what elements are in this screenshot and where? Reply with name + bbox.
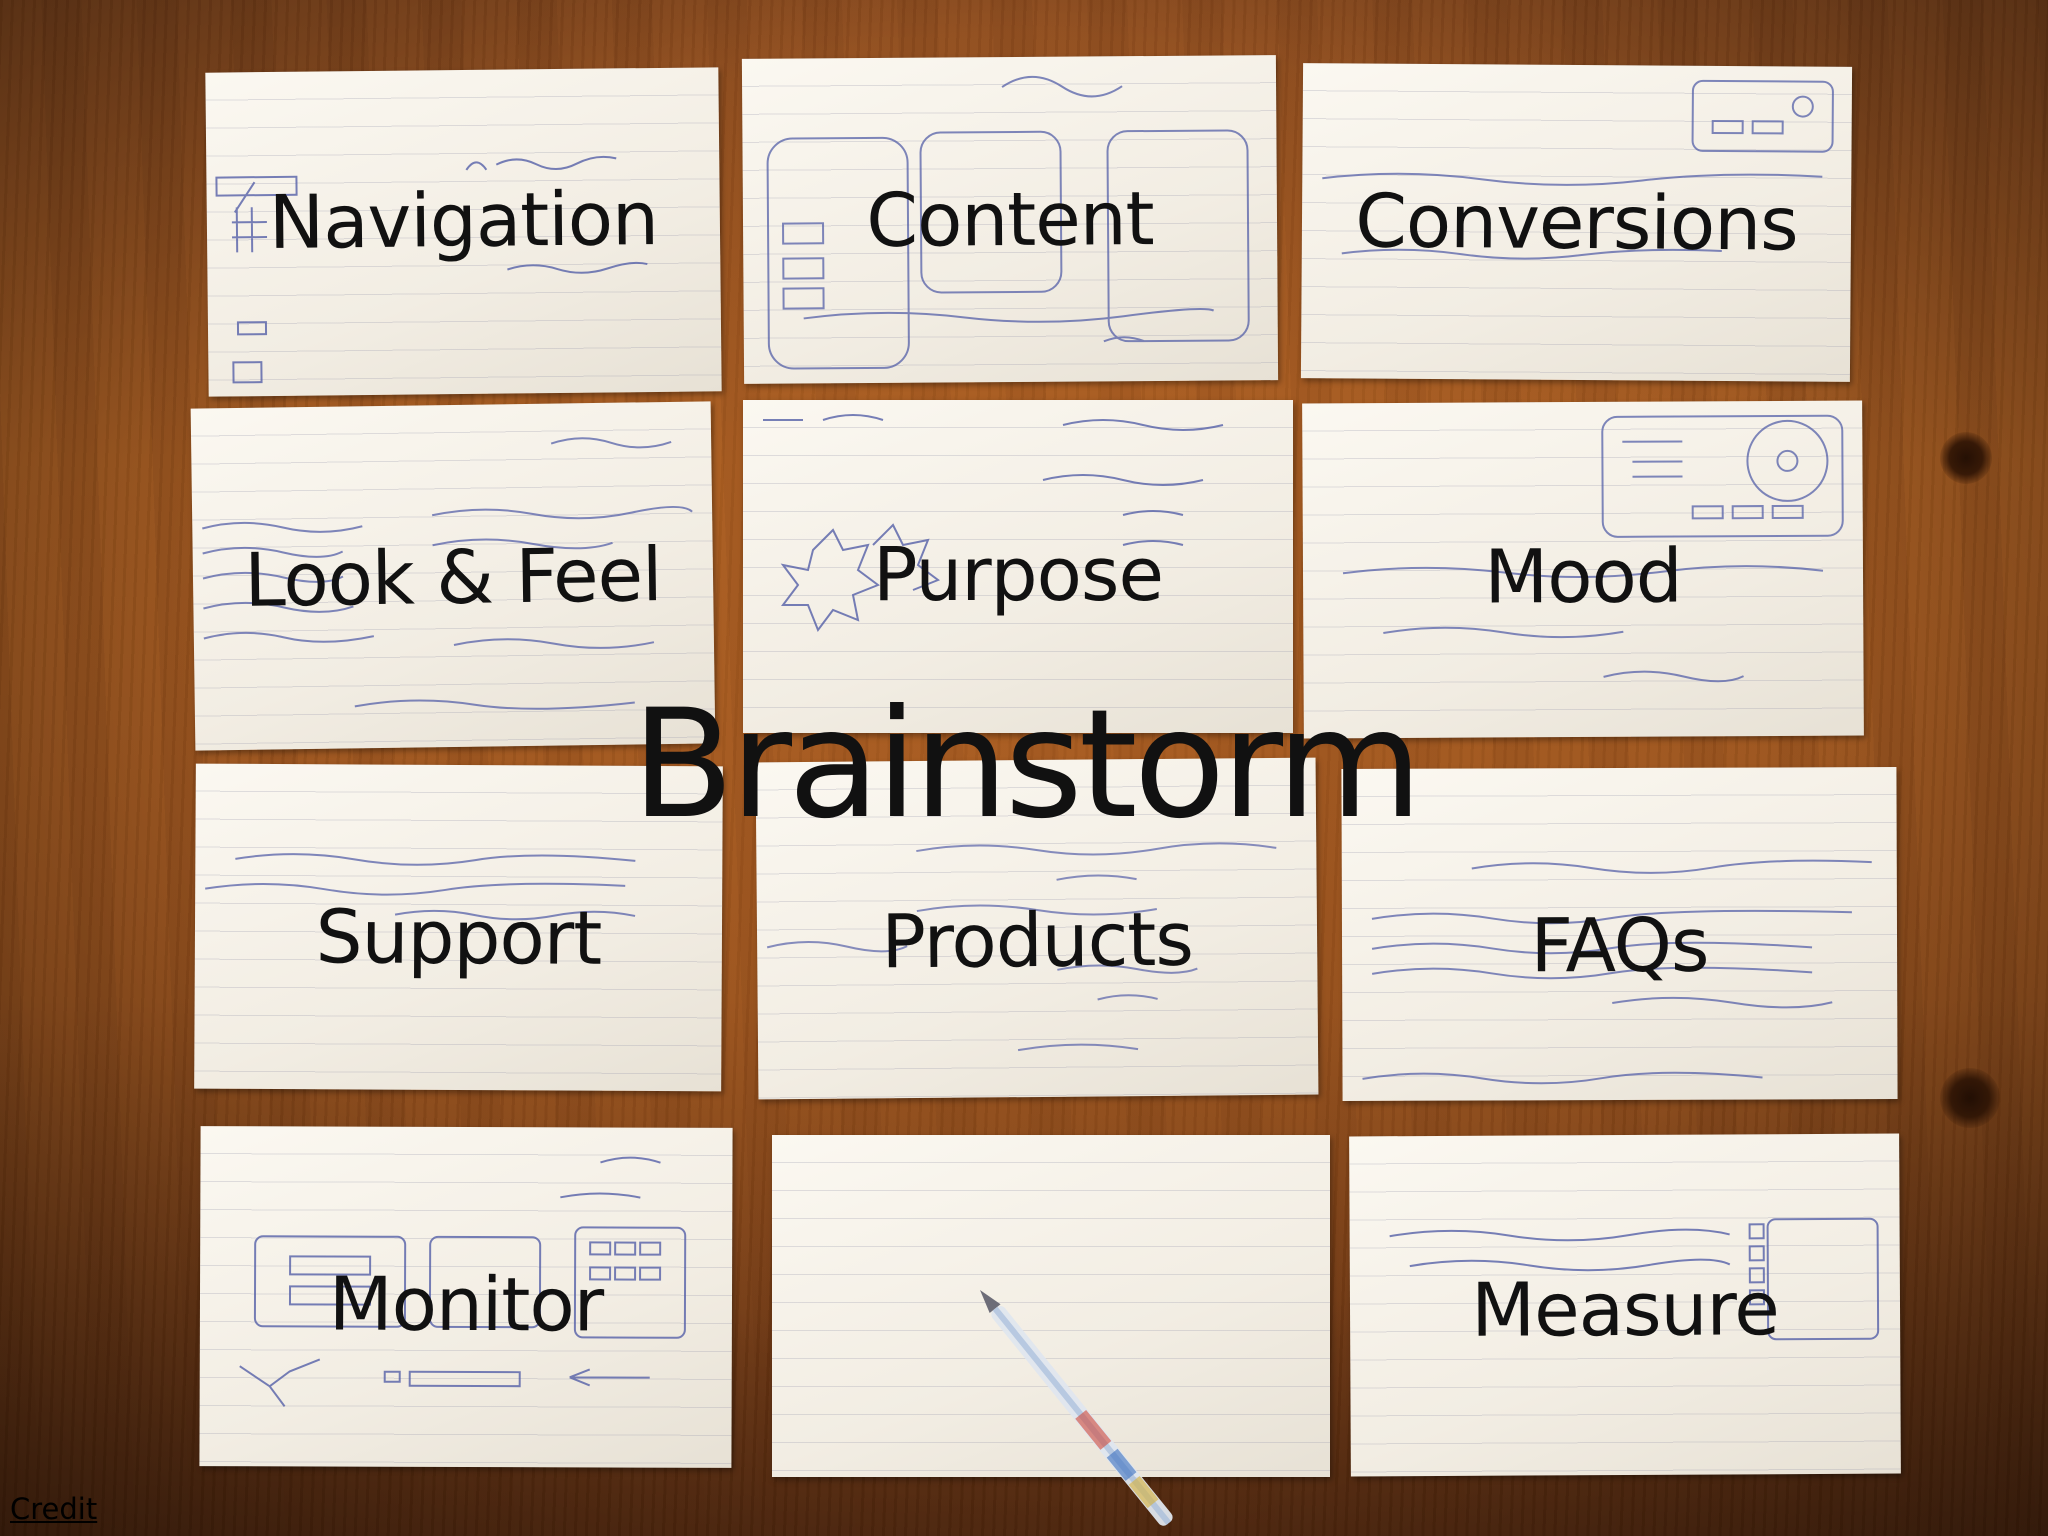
card-label: Navigation: [268, 175, 659, 267]
handwriting-sketch: [215, 155, 648, 384]
index-card-measure: Measure: [1349, 1133, 1901, 1477]
card-label: Conversions: [1354, 178, 1799, 268]
card-label: Products: [880, 896, 1194, 986]
index-card-look-and-feel: Look & Feel: [190, 401, 716, 751]
ballpoint-pen: [980, 1290, 1173, 1526]
card-label: Content: [866, 175, 1154, 265]
card-label: Purpose: [873, 532, 1164, 618]
index-card-products: Products: [755, 757, 1319, 1100]
card-label: Monitor: [328, 1261, 604, 1349]
handwriting-sketch: [202, 437, 693, 710]
index-card-purpose: Purpose: [743, 400, 1293, 733]
wood-knot: [1940, 1068, 2000, 1128]
index-card-monitor: Monitor: [199, 1126, 733, 1468]
handwriting-sketch: [1362, 859, 1872, 1085]
brainstorm-title: Brainstorm: [631, 678, 1422, 852]
index-card-blank: [772, 1135, 1330, 1477]
card-label: Look & Feel: [243, 532, 663, 624]
handwriting-sketch: [239, 1156, 687, 1407]
index-card-mood: Mood: [1302, 400, 1864, 739]
card-label: Mood: [1484, 533, 1682, 621]
handwriting-sketch: [205, 853, 636, 921]
handwriting-sketch: [1342, 414, 1844, 683]
handwriting-sketch: [1389, 1217, 1880, 1341]
handwriting-sketch: [766, 842, 1277, 1052]
card-label: Support: [315, 894, 602, 982]
card-label: FAQs: [1530, 902, 1709, 990]
handwriting-sketch: [1322, 79, 1834, 260]
handwriting-sketch: [766, 75, 1250, 370]
index-card-support: Support: [194, 763, 723, 1092]
index-card-conversions: Conversions: [1300, 63, 1853, 382]
credit-link[interactable]: Credit: [10, 1492, 98, 1526]
index-card-navigation: Navigation: [205, 67, 722, 397]
wood-knot: [1940, 432, 1992, 484]
handwriting-sketch: [763, 414, 1224, 633]
card-label: Measure: [1471, 1266, 1779, 1354]
index-card-content: Content: [741, 55, 1279, 384]
index-card-faqs: FAQs: [1341, 767, 1898, 1101]
